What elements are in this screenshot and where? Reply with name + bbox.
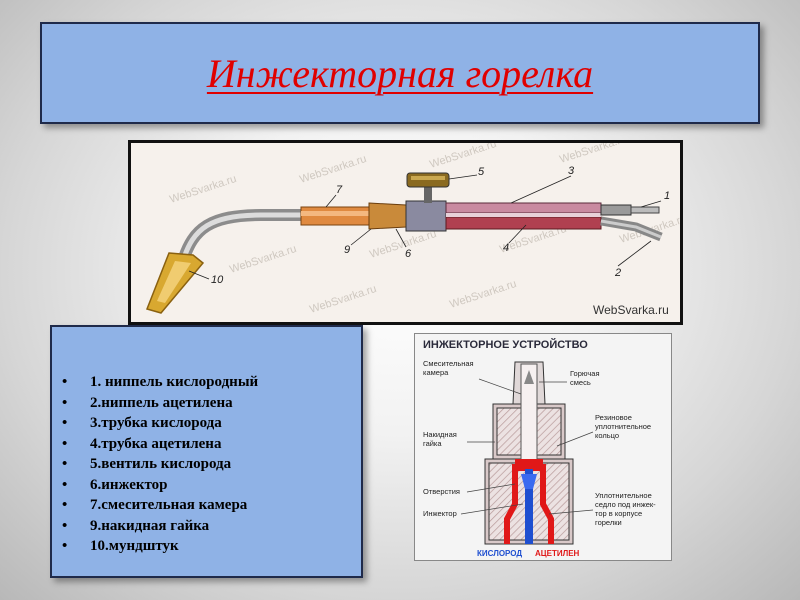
leader-lines <box>188 174 662 280</box>
torch-diagram: WebSvarka.ru WebSvarka.ru WebSvarka.ru W… <box>128 140 683 325</box>
torch-illustration: WebSvarka.ru WebSvarka.ru WebSvarka.ru W… <box>146 143 680 317</box>
label-oxygen: КИСЛОРОД <box>477 549 522 558</box>
bullet: • <box>62 538 68 554</box>
injector-diagram: ИНЖЕКТОРНОЕ УСТРОЙСТВО <box>414 333 672 561</box>
valve-knob-highlight <box>411 176 445 180</box>
legend-item: 10.мундштук <box>90 538 179 554</box>
label-seal-seat-3: тор в корпусе <box>595 509 642 518</box>
watermark: WebSvarka.ru <box>368 228 438 261</box>
watermark: WebSvarka.ru <box>228 243 298 276</box>
bullet: • <box>62 394 68 411</box>
label-seal-seat-2: седло под инжек- <box>595 500 656 509</box>
injector-illustration: ИНЖЕКТОРНОЕ УСТРОЙСТВО <box>423 338 656 558</box>
bullet: • <box>62 435 68 452</box>
valve-stem <box>424 185 432 203</box>
injector-leaders <box>460 378 594 515</box>
list-item: • 10.мундштук <box>62 536 258 557</box>
legend-item: 9.накидная гайка <box>90 517 210 534</box>
callout-2: 2 <box>614 267 621 279</box>
legend-item: 6.инжектор <box>90 476 168 493</box>
oxygen-connector <box>600 204 632 216</box>
label-cap-nut-1: Накидная <box>423 430 457 439</box>
tube-gap <box>446 213 601 217</box>
list-item: • 7.смесительная камера <box>62 495 258 516</box>
mouthpiece-highlight <box>157 261 191 303</box>
list-item: • 4.трубка ацетилена <box>62 434 258 455</box>
legend-panel: • 1. ниппель кислородный • 2.ниппель ацети… <box>50 325 363 578</box>
label-mixing-chamber-2: камера <box>423 368 449 377</box>
callout-numbers: 1 2 3 4 5 6 7 9 10 <box>211 165 670 286</box>
legend-item: 2.ниппель ацетилена <box>90 394 233 411</box>
legend-list: • 1. ниппель кислородный • 2.ниппель ацети… <box>62 372 258 557</box>
legend-item: 3.трубка кислорода <box>90 415 222 431</box>
label-holes: Отверстия <box>423 487 460 496</box>
injector-labels: Смесительная камера Горючая смесь Накидн… <box>423 359 656 527</box>
mixing-chamber-highlight <box>301 211 371 216</box>
callout-5: 5 <box>478 166 485 178</box>
slide-title: Инжекторная горелка <box>206 50 594 96</box>
callout-1: 1 <box>664 190 670 202</box>
bullet: • <box>62 415 68 431</box>
label-cap-nut-2: гайка <box>423 439 442 448</box>
bullet: • <box>62 374 68 390</box>
legend-item: 7.смесительная камера <box>90 497 248 513</box>
oxygen-tube <box>445 202 602 214</box>
injector-tip <box>521 474 537 489</box>
label-acetylene: АЦЕТИЛЕН <box>535 549 580 558</box>
list-item: • 6.инжектор <box>62 475 258 496</box>
label-seal-seat-4: горелки <box>595 518 622 527</box>
watermark-credit: WebSvarka.ru <box>593 303 669 317</box>
list-item: • 1. ниппель кислородный <box>62 372 258 393</box>
watermark: WebSvarka.ru <box>448 278 518 311</box>
list-item: • 2.ниппель ацетилена <box>62 393 258 414</box>
oxygen-injector <box>525 469 533 544</box>
watermark: WebSvarka.ru <box>298 153 368 186</box>
callout-7: 7 <box>336 184 343 196</box>
bullet: • <box>62 517 68 534</box>
acetylene-connector-highlight <box>600 219 662 239</box>
label-rubber-ring-2: уплотнительное <box>595 422 651 431</box>
callout-10: 10 <box>211 274 224 286</box>
injector-title: ИНЖЕКТОРНОЕ УСТРОЙСТВО <box>423 338 588 351</box>
label-rubber-ring-1: Резиновое <box>595 413 632 422</box>
legend-item: 5.вентиль кислорода <box>90 456 232 472</box>
callout-6: 6 <box>405 248 412 260</box>
label-rubber-ring-3: кольцо <box>595 431 619 440</box>
bullet: • <box>62 497 68 513</box>
cap-nut <box>368 202 407 230</box>
watermark: WebSvarka.ru <box>428 143 498 171</box>
bullet: • <box>62 456 68 472</box>
label-combustible-mix-1: Горючая <box>570 369 600 378</box>
oxygen-nipple <box>630 206 660 214</box>
legend-item: 4.трубка ацетилена <box>90 435 222 452</box>
neck-tube-highlight <box>180 212 301 262</box>
label-injector: Инжектор <box>423 509 457 518</box>
body-connector <box>405 200 447 232</box>
bullet: • <box>62 476 68 493</box>
callout-3: 3 <box>568 165 575 177</box>
list-item: • 3.трубка кислорода <box>62 413 258 434</box>
watermark: WebSvarka.ru <box>558 143 628 166</box>
list-item: • 9.накидная гайка <box>62 516 258 537</box>
flow-arrow <box>524 370 534 384</box>
watermark: WebSvarka.ru <box>308 283 378 316</box>
callout-4: 4 <box>503 242 509 254</box>
callout-9: 9 <box>344 244 350 256</box>
label-combustible-mix-2: смесь <box>570 378 591 387</box>
label-mixing-chamber-1: Смесительная <box>423 359 474 368</box>
list-item: • 5.вентиль кислорода <box>62 454 258 475</box>
watermark: WebSvarka.ru <box>168 173 238 206</box>
label-seal-seat-1: Уплотнительное <box>595 491 652 500</box>
legend-item: 1. ниппель кислородный <box>90 374 259 390</box>
title-banner: Инжекторная горелка <box>40 22 760 124</box>
acetylene-chamber <box>515 459 543 471</box>
